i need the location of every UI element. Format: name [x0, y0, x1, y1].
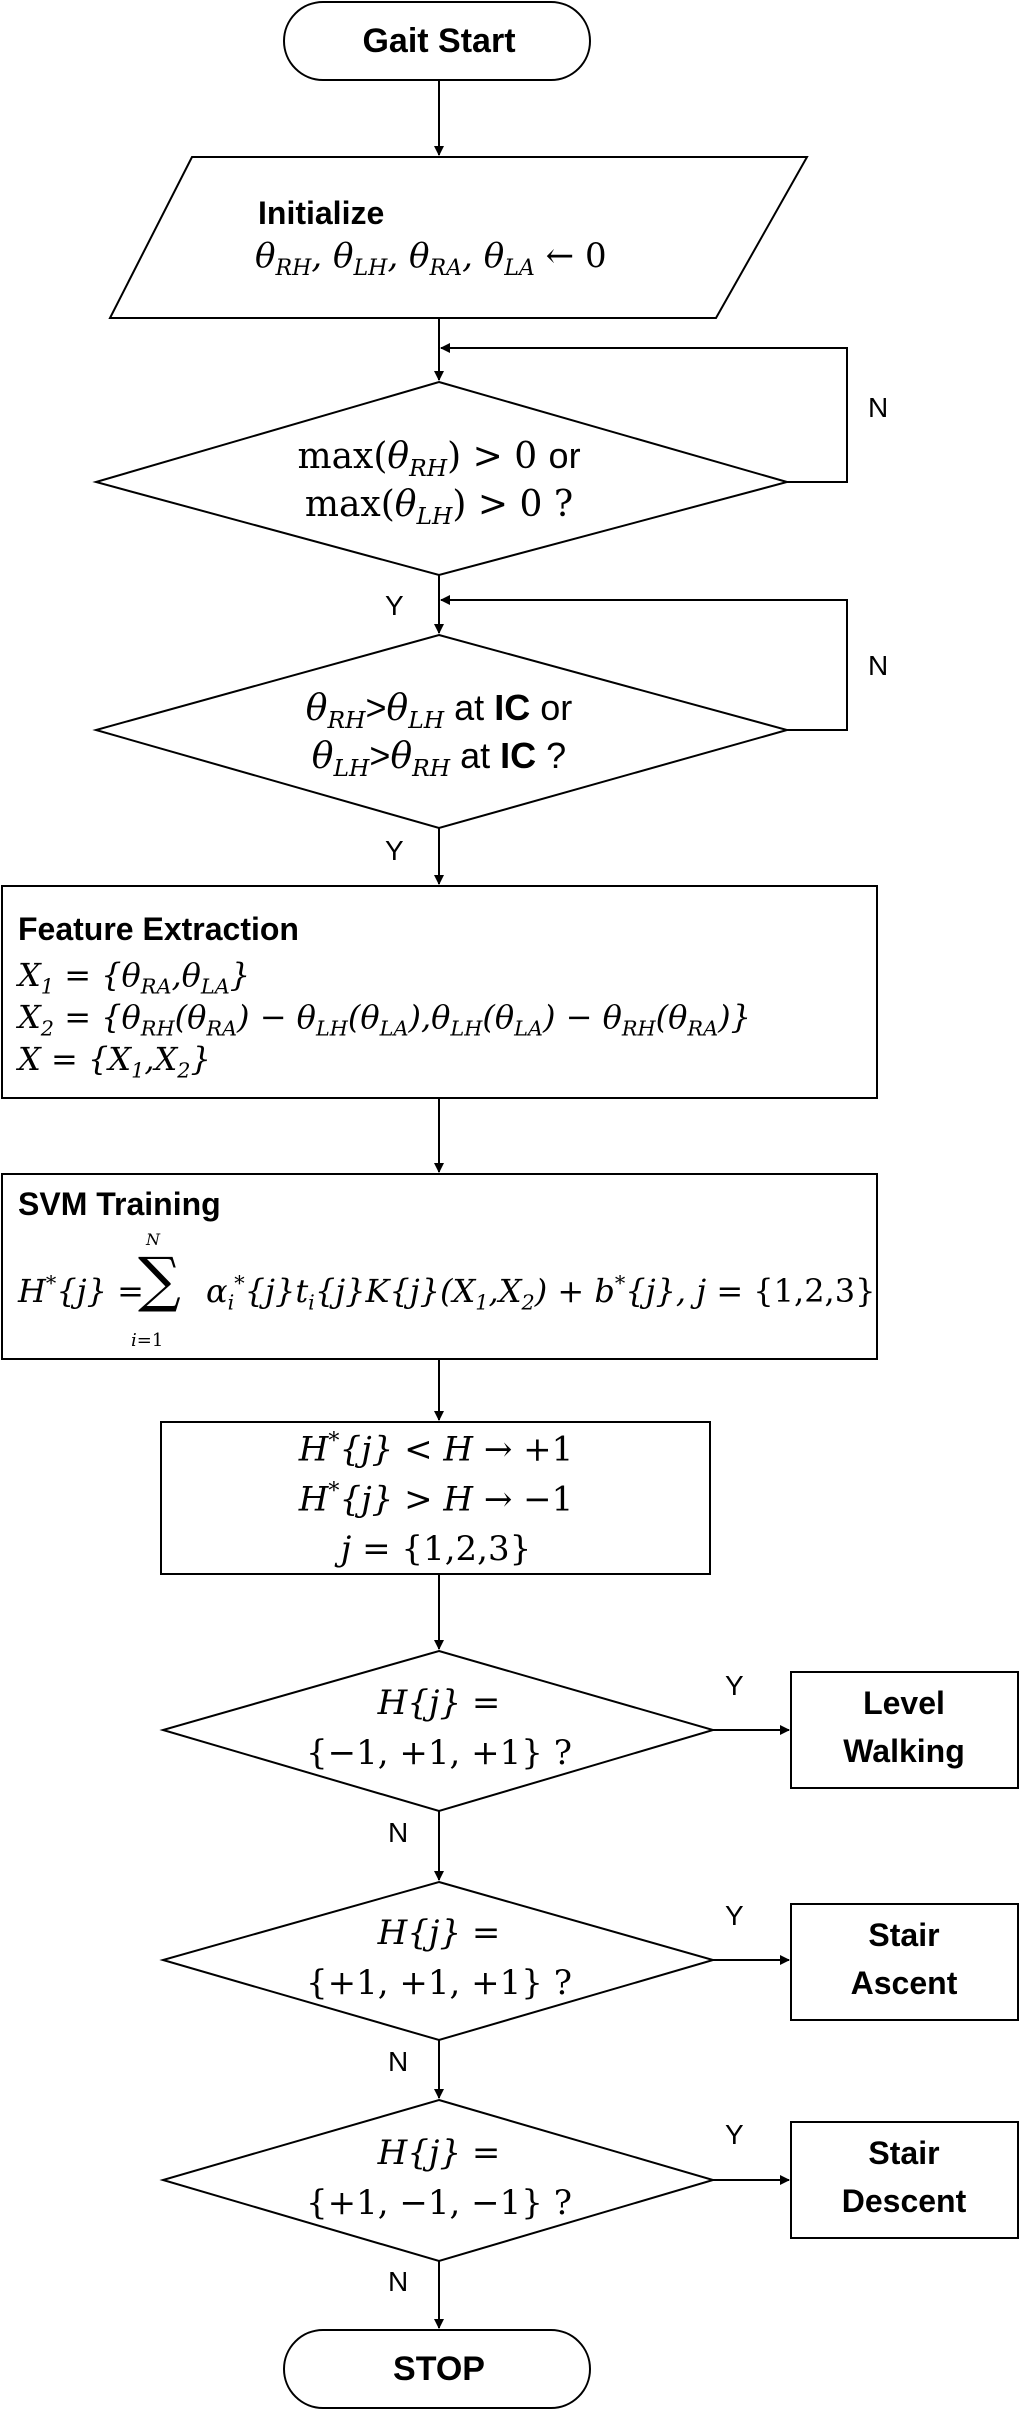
- ascent-result-line2: Ascent: [850, 1965, 958, 2001]
- descent-yes-label: Y: [725, 2119, 744, 2150]
- ascent-yes-label: Y: [725, 1900, 744, 1931]
- level-line1: H{j} =: [377, 1683, 501, 1723]
- init-formula: θRH, θLH, θRA, θLA ← 0: [255, 236, 607, 281]
- svm-title: SVM Training: [18, 1186, 221, 1222]
- stop-terminal: [283, 2329, 591, 2409]
- start-terminal: [283, 1, 591, 81]
- decision1-no-label: N: [868, 392, 889, 423]
- descent-result-box: [790, 2121, 1019, 2239]
- ascent-line2: {+1, +1, +1} ?: [306, 1963, 572, 2003]
- level-result-line1: Level: [863, 1685, 945, 1721]
- ascent-result-line1: Stair: [868, 1917, 940, 1953]
- ascent-line1: H{j} =: [377, 1913, 501, 1953]
- svm-formula-left: H*{j} =: [18, 1271, 144, 1310]
- svm-sum-sigma: ∑: [138, 1245, 181, 1315]
- descent-result-line1: Stair: [868, 2135, 940, 2171]
- rule-line3: j = {1,2,3}: [340, 1529, 532, 1569]
- decision2-line2: θLH>θRH at IC ?: [311, 735, 567, 783]
- svm-box: [1, 1173, 878, 1360]
- feature-x2: X2 = {θRH(θRA) − θLH(θLA),θLH(θLA) − θRH…: [18, 998, 751, 1041]
- decision2-yes-label: Y: [385, 835, 404, 866]
- level-result-line2: Walking: [843, 1733, 965, 1769]
- descent-result-line2: Descent: [841, 2183, 967, 2219]
- decision2-line1: θRH>θLH at IC or: [305, 687, 573, 735]
- decision1-yes-label: Y: [385, 590, 404, 621]
- descent-line1: H{j} =: [377, 2133, 501, 2173]
- feature-x1: X1 = {θRA,θLA}: [18, 956, 251, 999]
- ascent-no-label: N: [388, 2046, 409, 2077]
- start-label: Gait Start: [362, 22, 516, 60]
- svm-sum-upper: N: [146, 1230, 160, 1249]
- init-title: Initialize: [258, 195, 385, 231]
- rule-line2: H*{j} > H → −1: [298, 1478, 574, 1520]
- ascent-diamond: [159, 1880, 717, 2042]
- descent-no-label: N: [388, 2266, 409, 2297]
- descent-line2: {+1, −1, −1} ?: [306, 2183, 572, 2223]
- rule-box: [160, 1421, 711, 1575]
- level-result-box: [790, 1671, 1019, 1789]
- init-parallelogram: [108, 156, 809, 319]
- feature-x: X = {X1,X2}: [18, 1040, 211, 1083]
- decision1-line2: max(θLH) > 0 ?: [304, 484, 574, 531]
- stop-label: STOP: [393, 2350, 485, 2388]
- decision2-no-label: N: [868, 650, 889, 681]
- level-diamond: [159, 1649, 717, 1813]
- svm-sum-lower: i=1: [131, 1330, 164, 1351]
- level-yes-label: Y: [725, 1670, 744, 1701]
- ascent-result-box: [790, 1903, 1019, 2021]
- rule-line1: H*{j} < H → +1: [298, 1428, 574, 1470]
- descent-diamond: [159, 2098, 717, 2263]
- loop-decision1-no: [440, 343, 848, 483]
- feature-title: Feature Extraction: [18, 911, 299, 947]
- loop-decision2-no: [440, 595, 848, 731]
- level-line2: {−1, +1, +1} ?: [306, 1733, 572, 1773]
- level-no-label: N: [388, 1817, 409, 1848]
- decision1-line1: max(θRH) > 0 or: [297, 435, 581, 483]
- svm-formula-right: αi*{j}ti{j}K{j}(X1,X2) + b*{j}, j = {1,2…: [206, 1271, 876, 1315]
